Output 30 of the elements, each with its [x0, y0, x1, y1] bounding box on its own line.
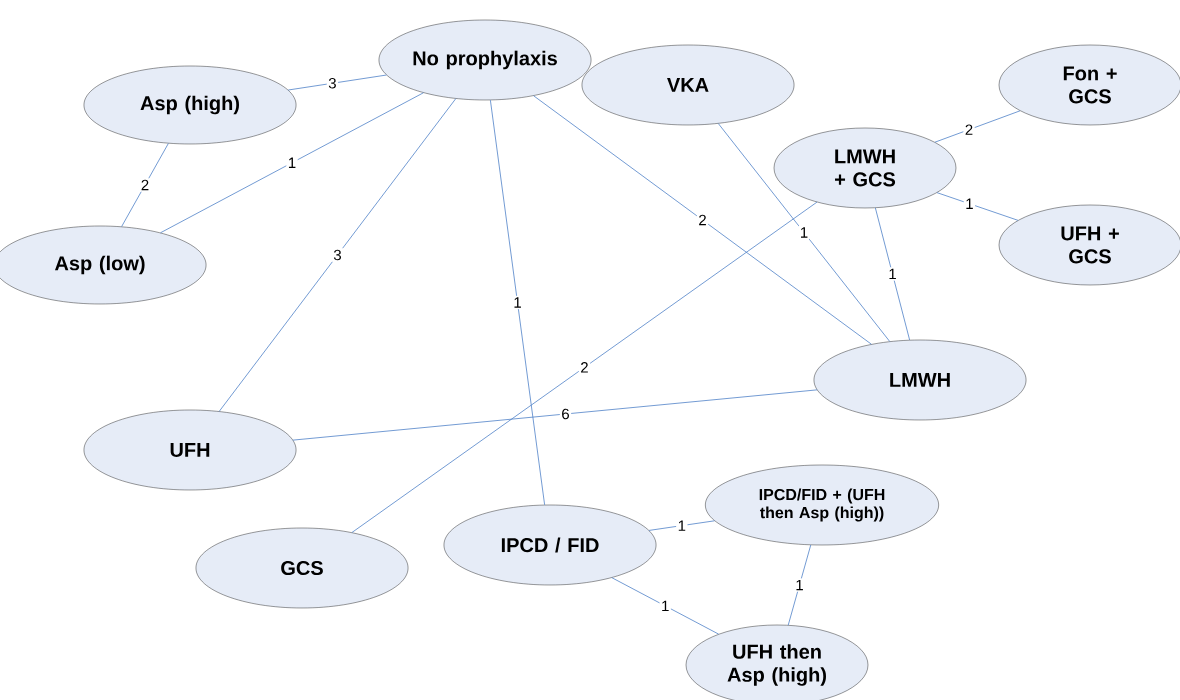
- edge-label: 3: [326, 76, 339, 91]
- edge-label: 1: [676, 518, 688, 533]
- edge-label: 2: [578, 360, 591, 375]
- edge-label: 2: [963, 122, 975, 137]
- connector-line: [121, 142, 169, 227]
- edge-label: 1: [793, 578, 806, 592]
- connector-line: [533, 95, 872, 345]
- edge-label: 1: [511, 295, 524, 310]
- connector-line: [292, 389, 818, 441]
- connector-line: [611, 577, 719, 635]
- connector-line: [874, 207, 911, 341]
- edge-label: 1: [886, 267, 899, 281]
- edge-label: 2: [139, 178, 151, 192]
- edge-label: 6: [559, 407, 572, 421]
- connector-line: [717, 123, 891, 342]
- connector-line: [936, 192, 1019, 221]
- edge-label: 1: [963, 197, 976, 211]
- edge-label: 1: [286, 156, 298, 170]
- edge-label: 2: [696, 213, 709, 227]
- connector-line: [648, 520, 715, 531]
- connector-line: [351, 201, 818, 533]
- connector-line: [287, 74, 387, 91]
- connector-line: [934, 110, 1021, 143]
- connector-line: [218, 98, 457, 412]
- edge-label: 1: [659, 599, 671, 613]
- edge-label: 1: [798, 225, 810, 240]
- connector-line: [160, 92, 424, 234]
- edge-label: 3: [331, 248, 344, 262]
- connector-line: [787, 544, 812, 626]
- connector-line: [490, 99, 546, 506]
